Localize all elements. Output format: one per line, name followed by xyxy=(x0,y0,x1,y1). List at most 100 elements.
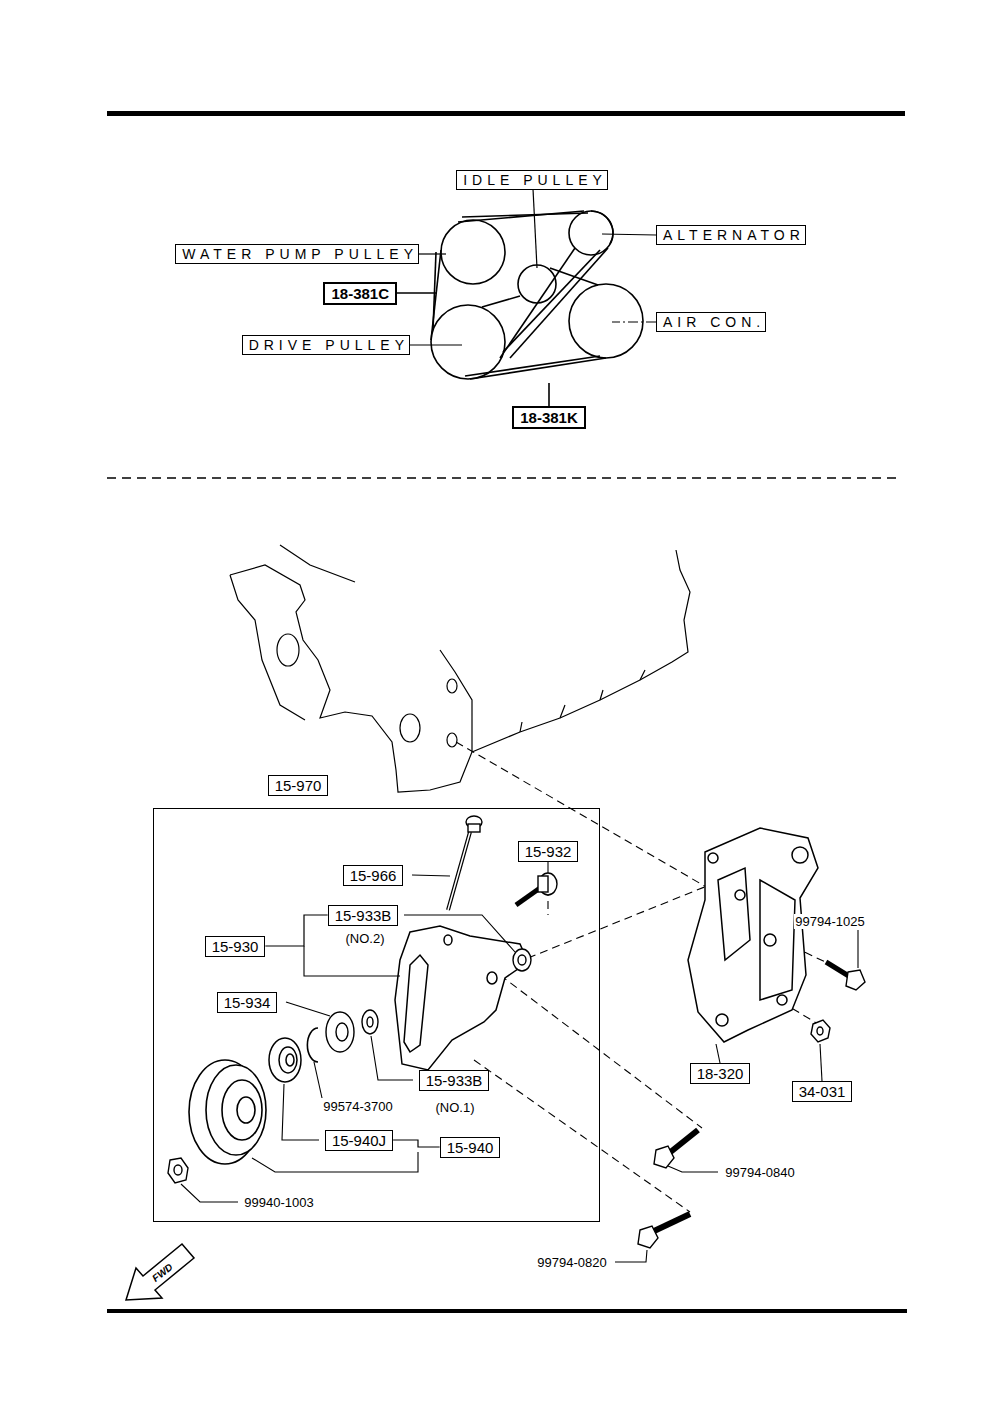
leader-line xyxy=(410,344,462,345)
leader-line xyxy=(286,1002,330,1016)
bearing xyxy=(279,1047,297,1073)
node-text: 15-966 xyxy=(350,867,397,884)
nut xyxy=(817,1027,823,1035)
bolt xyxy=(638,962,865,1248)
mounting-bracket xyxy=(716,1014,728,1026)
stud-bolt xyxy=(516,873,557,905)
drive-belt xyxy=(397,211,613,407)
bearing xyxy=(286,1054,294,1066)
node-text: 15-933B xyxy=(335,907,392,924)
part-number-box: 15-932 xyxy=(518,841,579,862)
mounting-bracket xyxy=(792,847,808,863)
pulley-label: ALTERNATOR xyxy=(656,225,806,245)
leader-line xyxy=(304,946,400,976)
part-number-box: 15-934 xyxy=(217,992,278,1013)
part-number-box: 15-933B xyxy=(419,1070,490,1091)
node-text: ALTERNATOR xyxy=(663,227,805,243)
engine-outline xyxy=(230,565,472,792)
forward-arrow xyxy=(126,1244,194,1300)
spacer xyxy=(518,955,526,965)
callout-number: (NO.1) xyxy=(435,1100,476,1115)
mount-leader xyxy=(474,1060,690,1212)
drive-belt xyxy=(397,292,437,294)
engine-outline xyxy=(230,575,305,720)
mount-leader xyxy=(456,742,708,888)
part-number-box: 18-381C xyxy=(323,282,397,305)
group-number: 15-970 xyxy=(268,775,329,796)
page-rule xyxy=(107,111,907,1313)
leader-line xyxy=(404,915,515,952)
callout-number: 99940-1003 xyxy=(243,1195,314,1210)
tension-bolt xyxy=(448,832,470,910)
engine-outline xyxy=(280,545,355,582)
leader-line xyxy=(533,189,537,268)
tension-bolt xyxy=(448,832,470,910)
idler-pulley xyxy=(189,1060,266,1164)
idler-bracket xyxy=(395,926,528,1070)
node-text: 15-930 xyxy=(212,938,259,955)
drive-belt xyxy=(482,296,520,307)
nut xyxy=(168,1158,188,1183)
part-number-box: 15-940J xyxy=(325,1130,393,1151)
callout-number: 99794-1025 xyxy=(794,914,865,929)
idler-bracket xyxy=(404,955,428,1052)
stud-bolt xyxy=(538,876,548,892)
bolt xyxy=(654,1146,674,1168)
bracket-connector xyxy=(265,915,327,946)
idler-pulley xyxy=(206,1065,266,1155)
drive-belt xyxy=(465,356,600,376)
drive-belt xyxy=(510,248,608,358)
washer xyxy=(362,1010,378,1034)
mount-leader xyxy=(456,742,838,1212)
leader-line xyxy=(371,1036,413,1080)
drive-belt xyxy=(550,268,598,285)
drive-belt xyxy=(548,383,550,407)
node-text: 15-940J xyxy=(332,1132,386,1149)
part-number-box: 15-966 xyxy=(343,865,404,886)
callout-number: 99574-3700 xyxy=(322,1099,393,1114)
part-number-box: 34-031 xyxy=(792,1081,853,1102)
node-text: 18-320 xyxy=(697,1065,744,1082)
callout-number: 99794-0820 xyxy=(536,1255,607,1270)
leader-line xyxy=(602,234,656,235)
node-text: 15-933B xyxy=(426,1072,483,1089)
node-text: 15-932 xyxy=(525,843,572,860)
mounting-bracket xyxy=(688,828,818,1042)
node-text: WATER PUMP PULLEY xyxy=(182,246,418,262)
leader-line xyxy=(181,1184,238,1202)
assembly-group: 15-970 15-966 15-932 15-933B 15-930 15-934 15-… xyxy=(153,775,600,1222)
mounting-bracket xyxy=(760,880,795,1000)
leader-line xyxy=(412,875,450,876)
nut xyxy=(174,1165,182,1175)
part-number-box: 18-381K xyxy=(512,406,586,429)
leader-line xyxy=(181,861,858,1262)
pulley-label: WATER PUMP PULLEY xyxy=(175,244,419,264)
belt-pulley xyxy=(569,211,613,255)
idler-pulley xyxy=(222,1080,262,1140)
part-number-box: 15-933B xyxy=(328,905,399,926)
mounting-bracket xyxy=(688,828,818,1042)
nut xyxy=(168,1158,188,1183)
pulley-label: IDLE PULLEY xyxy=(456,170,608,190)
mounting-bracket xyxy=(777,995,787,1005)
engine-outline xyxy=(447,733,457,747)
tension-bolt xyxy=(468,824,480,832)
mounting-bracket xyxy=(708,853,718,863)
node-text: 18-381K xyxy=(520,409,578,426)
leader-line xyxy=(668,1166,718,1172)
engine-outline xyxy=(400,714,420,742)
nut xyxy=(811,1020,830,1042)
pulley-label: AIR CON. xyxy=(656,312,766,332)
washer xyxy=(326,1012,354,1052)
washer xyxy=(367,1017,373,1027)
page-rule xyxy=(107,111,905,116)
bearing xyxy=(269,1038,301,1082)
belt-pulley xyxy=(431,211,643,379)
idler-bracket xyxy=(395,926,528,1070)
drive-belt xyxy=(431,250,441,340)
node-text: IDLE PULLEY xyxy=(463,172,607,188)
washer xyxy=(326,1010,378,1052)
pulley-label: DRIVE PULLEY xyxy=(242,335,410,355)
